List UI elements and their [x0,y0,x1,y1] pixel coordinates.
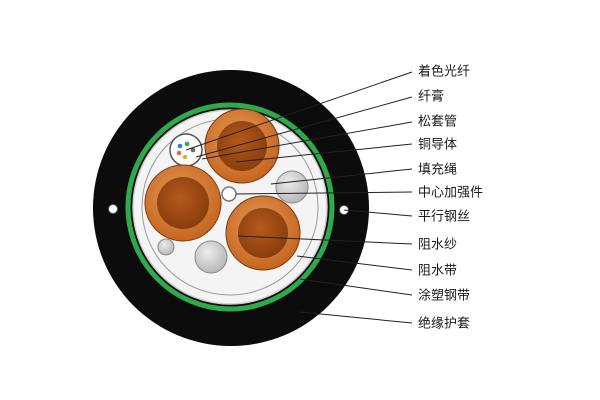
leader-copper-conductor [235,143,413,163]
label-parallel-steel-wire: 平行钢丝 [418,210,470,225]
label-water-blocking-yarn: 阻水纱 [418,238,457,253]
coated-steel-tape [125,102,335,312]
leader-central-strength-member [235,191,413,195]
colored-fiber-3 [190,147,196,153]
label-copper-conductor: 铜导体 [418,138,457,153]
central-strength-member [221,186,237,202]
parallel-steel-wire-left [108,204,118,214]
copper-conductor-top [217,121,267,171]
leader-lines [185,71,413,324]
label-water-blocking-tape: 阻水带 [418,264,457,279]
filler-rope-bottom [194,240,228,274]
label-filler-rope: 填充绳 [418,162,457,178]
leader-colored-fiber [185,71,413,151]
leader-water-blocking-yarn [237,235,413,245]
colored-fiber-1 [177,143,183,149]
label-insulating-sheath: 绝缘护套 [418,316,470,332]
cable-body [93,70,369,346]
colored-fiber-5 [176,150,182,156]
label-list: 着色光纤 纤膏 松套管 铜导体 填充绳 中心加强件 平行钢丝 阻水纱 阻水带 涂… [418,64,483,332]
label-colored-fiber: 着色光纤 [418,64,470,80]
leader-fiber-gel [195,96,413,158]
label-fiber-gel: 纤膏 [418,89,444,105]
leader-insulating-sheath [299,311,413,324]
leader-coated-steel-tape [299,278,413,296]
filler-rope-small [157,238,175,256]
label-coated-steel-tape: 涂塑钢带 [418,288,470,304]
leader-filler-rope [270,168,413,185]
label-central-strength-member: 中心加强件 [418,186,483,201]
colored-fiber-2 [184,141,190,147]
colored-fiber-4 [182,154,188,160]
label-loose-tube: 松套管 [418,114,457,130]
copper-conductor-bottom [238,208,288,258]
leader-water-blocking-tape [296,255,413,271]
leader-loose-tube [201,121,413,160]
copper-conductor-left [157,177,209,229]
filler-rope-right [275,170,309,204]
leader-parallel-steel-wire [343,209,413,217]
